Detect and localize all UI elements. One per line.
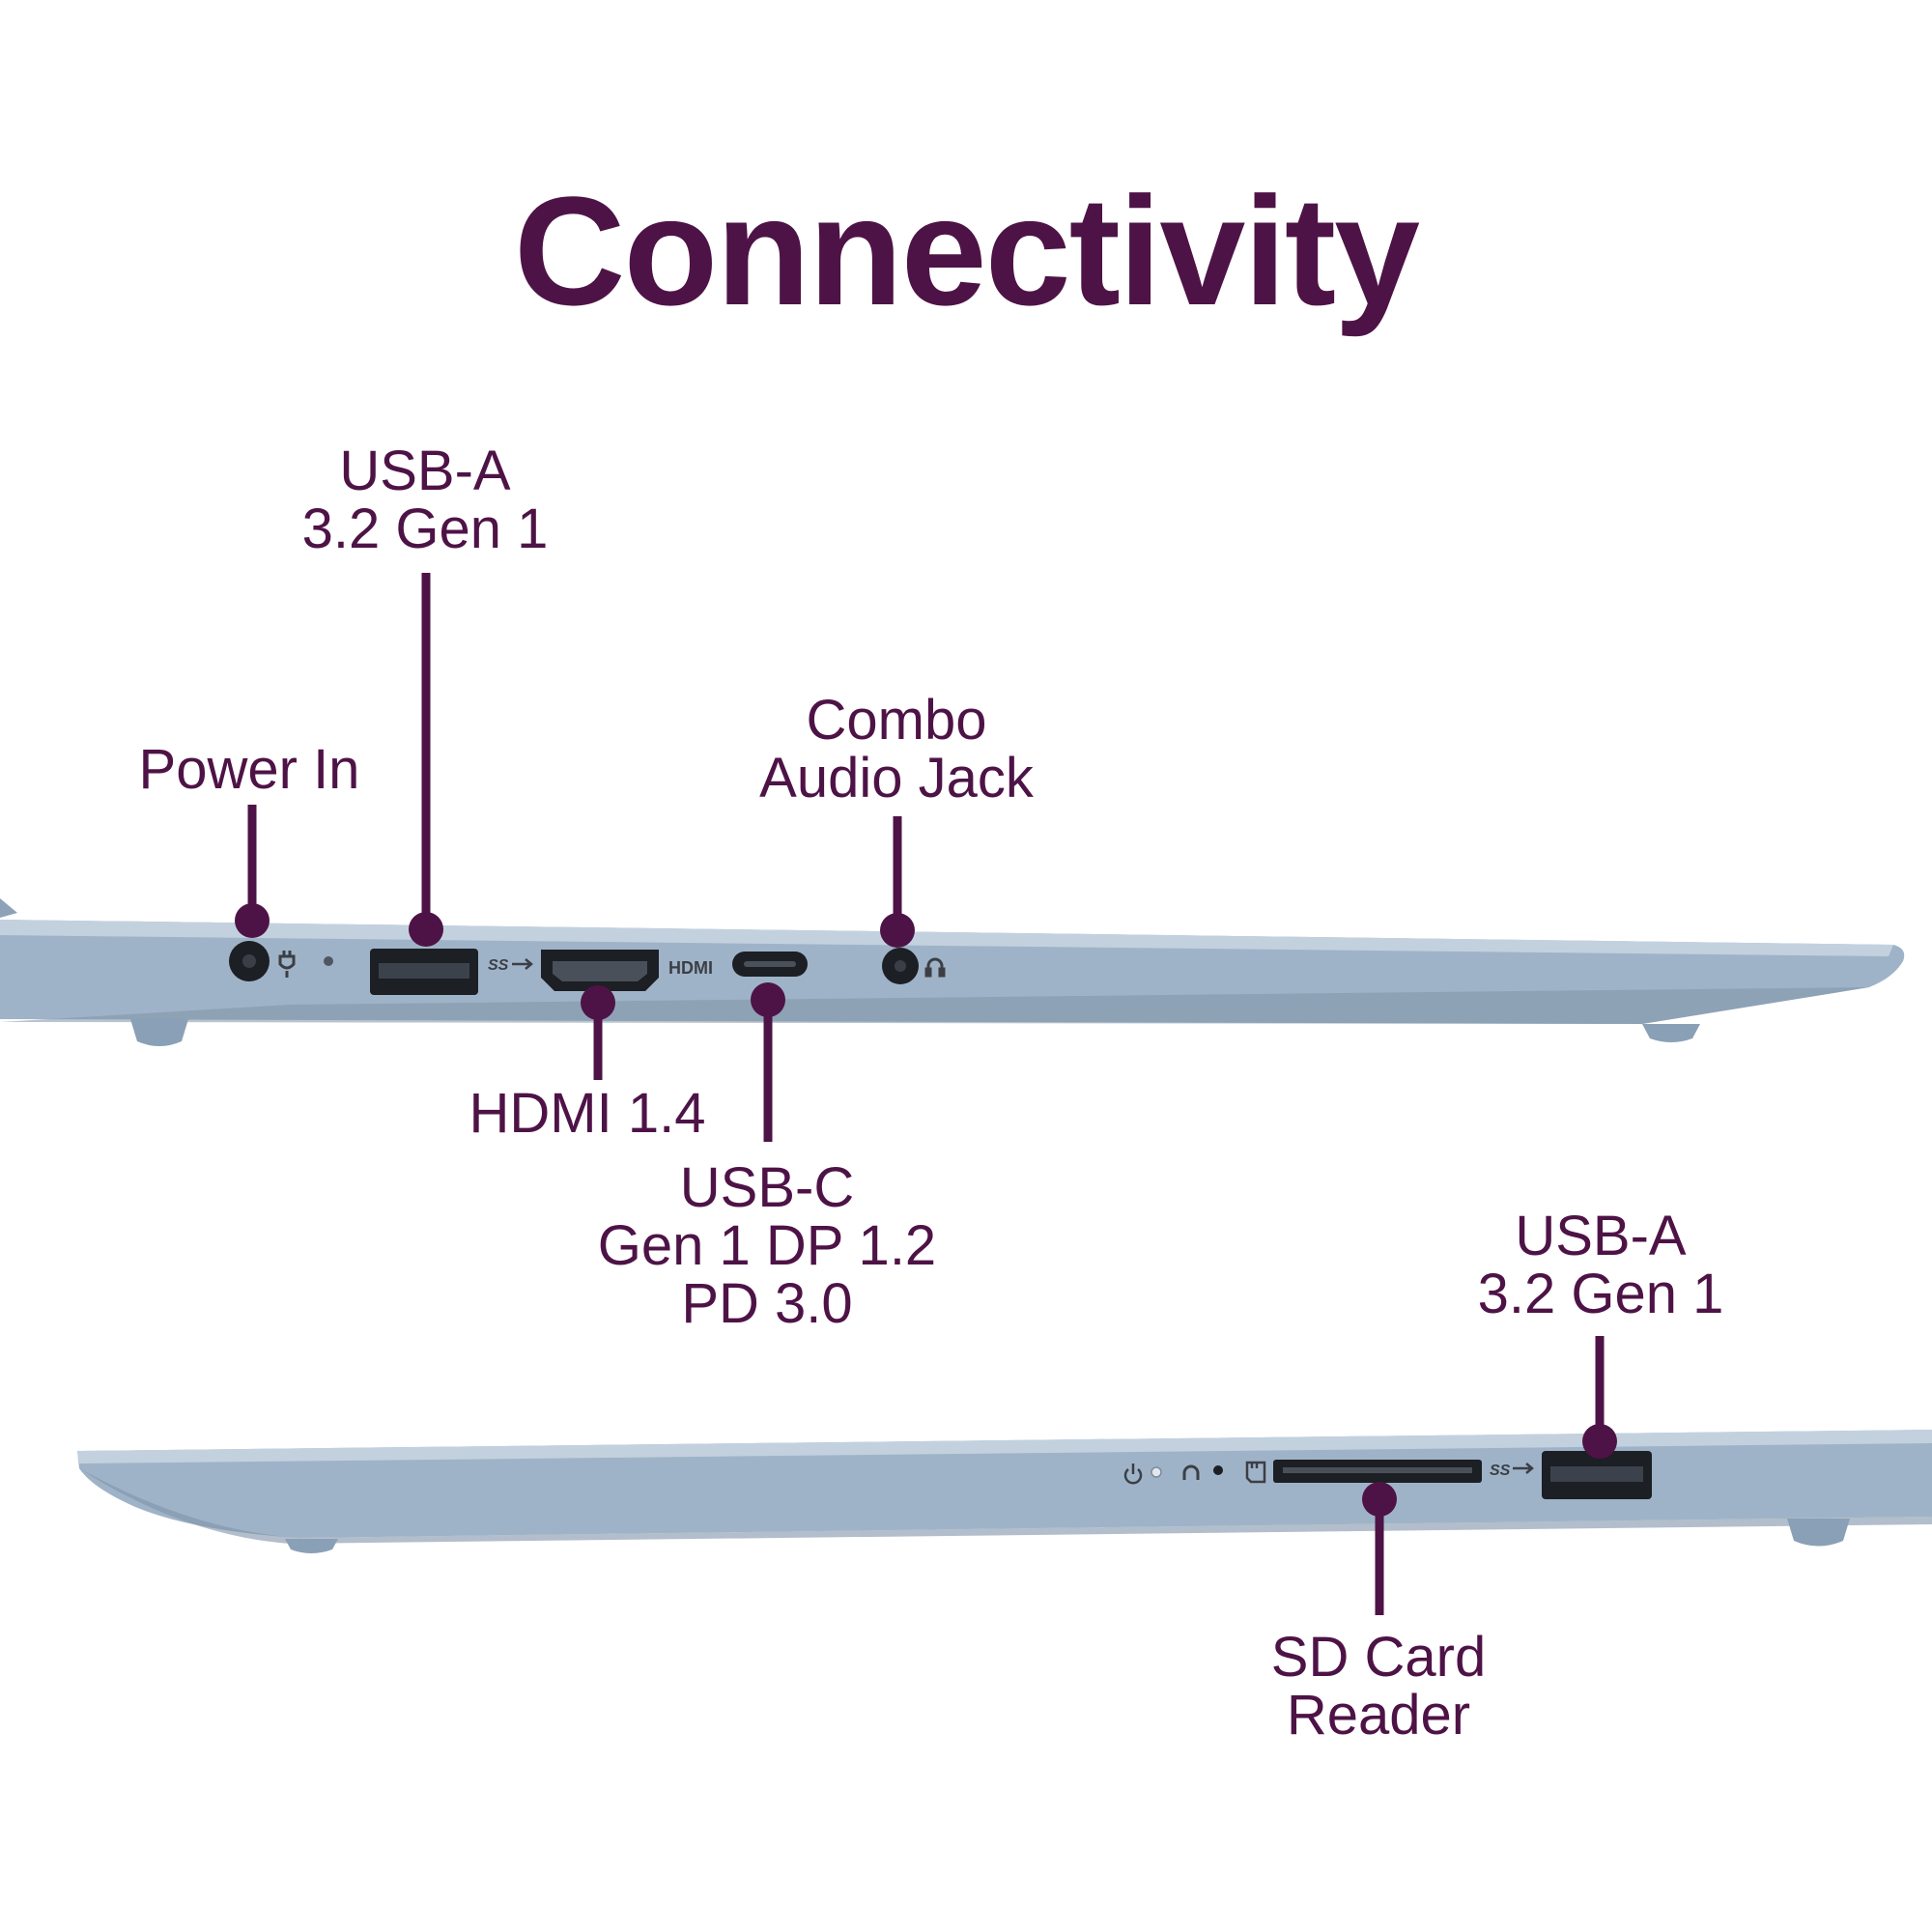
page-title: Connectivity <box>513 164 1420 337</box>
label-line: USB-A <box>339 440 511 502</box>
label-usb-a-left: USB-A 3.2 Gen 1 <box>302 442 549 558</box>
laptop-right-side: SS <box>77 1430 1932 1553</box>
status-led <box>324 956 333 966</box>
label-sd-card-reader: SD Card Reader <box>1271 1629 1486 1745</box>
label-hdmi: HDMI 1.4 <box>469 1085 706 1143</box>
label-line: HDMI 1.4 <box>469 1082 706 1145</box>
label-power-in: Power In <box>139 741 360 799</box>
label-line: USB-A <box>1515 1205 1687 1267</box>
sd-card-icon <box>1245 1461 1266 1484</box>
power-plug-icon <box>278 951 296 978</box>
indicator-dot <box>1213 1465 1223 1475</box>
ss-usb-icon: SS <box>1490 1463 1534 1479</box>
power-icon <box>1123 1463 1143 1485</box>
laptop-foot <box>130 1019 188 1046</box>
label-combo-audio-jack: Combo Audio Jack <box>759 692 1034 808</box>
laptop-foot <box>1787 1519 1850 1547</box>
hdmi-badge: HDMI <box>668 958 713 978</box>
laptop-foot <box>285 1539 338 1553</box>
headphone-icon <box>1182 1464 1200 1480</box>
headphone-icon <box>924 957 946 978</box>
label-line: PD 3.0 <box>681 1272 853 1335</box>
svg-text:SS: SS <box>488 957 509 974</box>
svg-text:SS: SS <box>1490 1463 1511 1479</box>
label-line: Audio Jack <box>759 747 1034 810</box>
label-line: Reader <box>1286 1684 1471 1747</box>
label-line: USB-C <box>679 1156 855 1219</box>
label-line: 3.2 Gen 1 <box>301 497 549 560</box>
label-usb-c: USB-C Gen 1 DP 1.2 PD 3.0 <box>598 1159 936 1333</box>
label-line: 3.2 Gen 1 <box>1477 1263 1724 1325</box>
label-line: Power In <box>138 738 360 801</box>
laptop-foot <box>1642 1024 1700 1042</box>
callout-lines <box>235 573 1617 1615</box>
label-line: Combo <box>806 689 987 752</box>
label-line: SD Card <box>1270 1626 1487 1689</box>
laptop-left-side: SS HDMI <box>0 898 1905 1046</box>
label-line: Gen 1 DP 1.2 <box>597 1214 937 1277</box>
power-led <box>1151 1466 1162 1478</box>
label-usb-a-right: USB-A 3.2 Gen 1 <box>1478 1208 1724 1323</box>
ss-usb-icon: SS <box>488 957 533 974</box>
